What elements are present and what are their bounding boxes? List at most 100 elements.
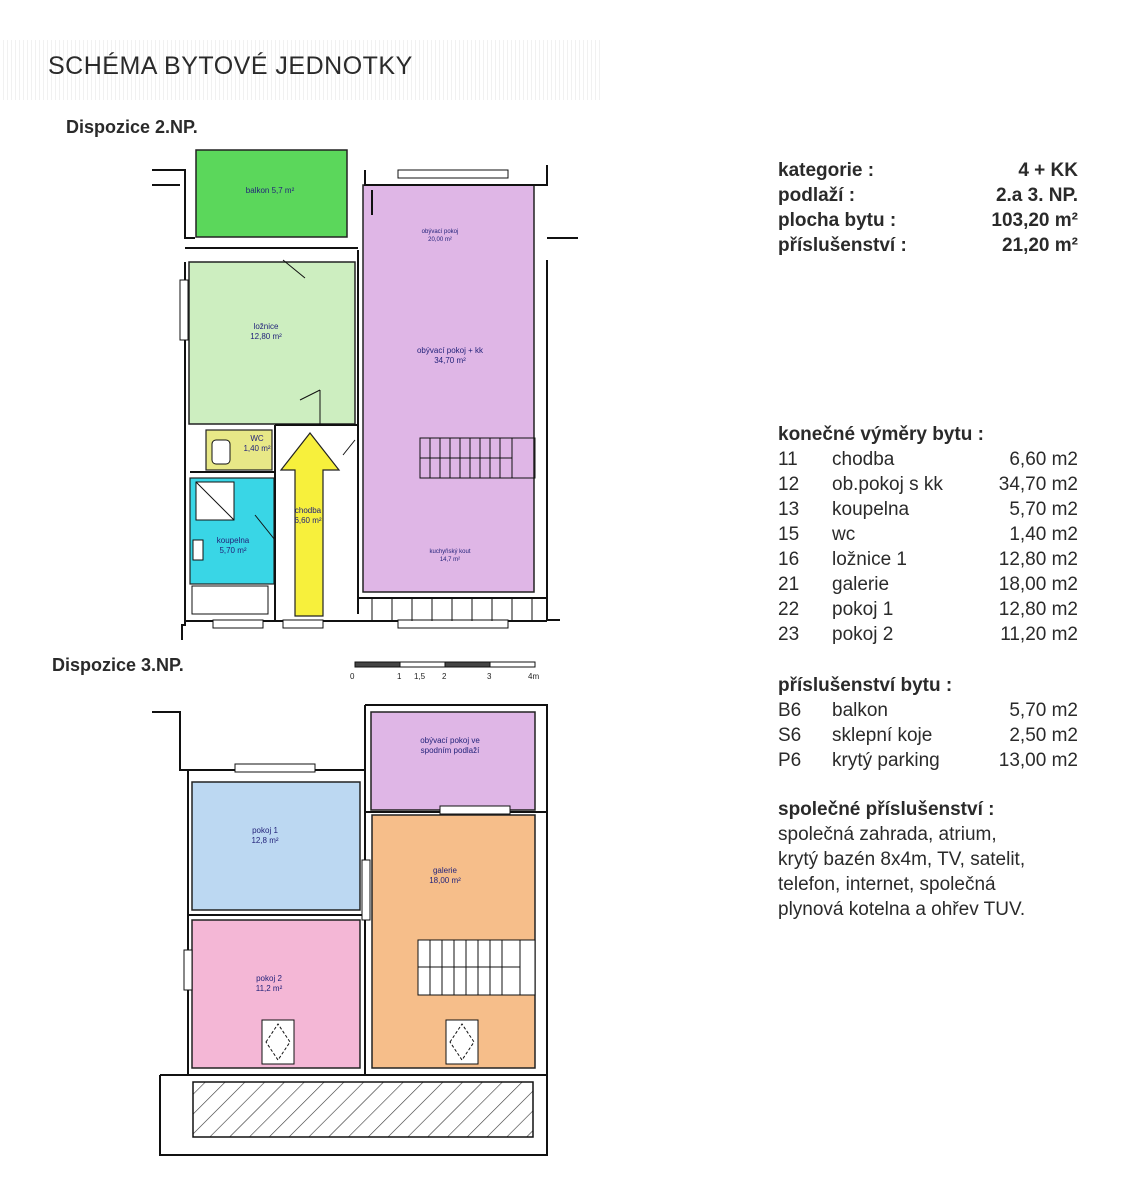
summary-row: kategorie :4 + KK bbox=[778, 158, 1078, 183]
room-chodba bbox=[279, 432, 341, 617]
shared-line: krytý bazén 8x4m, TV, satelit, bbox=[778, 849, 1026, 870]
room-label-obyvaci-kk: obývací pokoj + kk 34,70 m² bbox=[390, 346, 510, 366]
summary-label: příslušenství : bbox=[778, 235, 907, 256]
loznice-area: 12,80 m² bbox=[250, 332, 282, 341]
area-area: 1,40 m2 bbox=[1009, 524, 1078, 545]
chodba-name: chodba bbox=[294, 506, 322, 515]
accessories-title: příslušenství bytu : bbox=[778, 675, 953, 696]
obyvaci-kk-name: obývací pokoj + kk bbox=[416, 346, 484, 355]
pokoj1-name: pokoj 1 bbox=[252, 826, 278, 835]
page-title: SCHÉMA BYTOVÉ JEDNOTKY bbox=[48, 52, 413, 80]
scale-tick-4m: 4m bbox=[528, 672, 540, 681]
loznice-name: ložnice bbox=[253, 322, 279, 331]
area-area: 6,60 m2 bbox=[1009, 449, 1078, 470]
staircase-2np bbox=[371, 437, 536, 621]
chodba-area: 6,60 m² bbox=[294, 516, 322, 525]
room-balkon bbox=[195, 149, 348, 238]
shared-list: společná zahrada, atrium, krytý bazén 8x4… bbox=[778, 822, 1078, 922]
scale-tick-0: 0 bbox=[350, 672, 355, 681]
area-row: P6 krytý parking 13,00 m2 bbox=[778, 748, 1078, 773]
obyvaci-kk-area: 34,70 m² bbox=[434, 356, 466, 365]
room-label-wc: WC 1,40 m² bbox=[232, 434, 282, 454]
summary-row: plocha bytu : 103,20 m² bbox=[778, 208, 1078, 233]
area-area: 11,20 m2 bbox=[1000, 624, 1078, 645]
area-code: 13 bbox=[778, 499, 800, 520]
summary-row: příslušenství : 21,20 m² bbox=[778, 233, 1078, 258]
area-code: P6 bbox=[778, 750, 802, 771]
kuchynsky-area: 14,7 m² bbox=[439, 557, 461, 563]
summary-value: 21,20 m² bbox=[1001, 235, 1078, 256]
scale-bar bbox=[354, 661, 536, 668]
area-name: ložnice 1 bbox=[832, 549, 907, 570]
koupelna-area: 5,70 m² bbox=[219, 546, 247, 555]
area-area: 2,50 m2 bbox=[1009, 725, 1078, 746]
koupelna-name: koupelna bbox=[216, 536, 250, 545]
skylights bbox=[261, 1019, 479, 1065]
wc-name: WC bbox=[250, 434, 264, 443]
area-name: koupelna bbox=[832, 499, 910, 520]
floor-3-label: Dispozice 3.NP. bbox=[52, 655, 184, 675]
area-area: 13,00 m2 bbox=[998, 750, 1078, 771]
area-area: 34,70 m2 bbox=[998, 474, 1078, 495]
area-area: 18,00 m2 bbox=[998, 574, 1078, 595]
kuchynsky-name: kuchyňský kout bbox=[429, 549, 471, 555]
summary-label: podlaží : bbox=[778, 185, 856, 206]
pokoj2-area: 11,2 m² bbox=[255, 984, 283, 993]
room-label-loznice: ložnice 12,80 m² bbox=[226, 322, 306, 342]
shared-title: společné příslušenství : bbox=[778, 799, 995, 820]
final-areas-title: konečné výměry bytu : bbox=[778, 424, 984, 445]
room-obyvaci-spodni bbox=[370, 711, 536, 811]
area-code: 16 bbox=[778, 549, 800, 570]
area-name: pokoj 2 bbox=[832, 624, 894, 645]
area-area: 5,70 m2 bbox=[1009, 700, 1078, 721]
room-pokoj1 bbox=[191, 781, 361, 911]
room-label-obyvaci-spodni: obývací pokoj ve spodním podlaží bbox=[400, 736, 500, 756]
obyvaci-upper-name: obývací pokoj bbox=[421, 229, 459, 235]
room-label-koupelna: koupelna 5,70 m² bbox=[200, 536, 266, 556]
windows-2np bbox=[179, 169, 509, 629]
summary-value: 103,20 m² bbox=[991, 210, 1078, 231]
obyvaci-upper-area: 20,00 m² bbox=[428, 237, 452, 243]
area-name: balkon bbox=[832, 700, 888, 721]
area-name: ob.pokoj s kk bbox=[832, 474, 943, 495]
summary-label: plocha bytu : bbox=[778, 210, 897, 231]
windows-3np bbox=[183, 763, 511, 991]
room-label-obyvaci-upper: obývací pokoj 20,00 m² bbox=[400, 228, 480, 244]
galerie-name: galerie bbox=[432, 866, 457, 875]
area-code: 21 bbox=[778, 574, 800, 595]
doors-2np bbox=[254, 259, 356, 541]
room-label-galerie: galerie 18,00 m² bbox=[410, 866, 480, 886]
scale-tick-1: 1 bbox=[397, 672, 402, 681]
area-area: 12,80 m2 bbox=[998, 599, 1078, 620]
room-label-kuchynsky: kuchyňský kout 14,7 m² bbox=[400, 548, 500, 564]
scale-tick-2: 2 bbox=[442, 672, 447, 681]
obyvaci-spodni-line-1: obývací pokoj ve bbox=[420, 736, 480, 745]
summary-row: podlaží : 2.a 3. NP. bbox=[778, 183, 1078, 208]
area-name: krytý parking bbox=[832, 750, 940, 771]
room-obyvaci-kk bbox=[362, 184, 535, 593]
staircase-3np bbox=[417, 939, 536, 996]
scale-tick-1-5: 1,5 bbox=[414, 672, 426, 681]
summary-value: 2.a 3. NP. bbox=[995, 185, 1078, 206]
area-code: 22 bbox=[778, 599, 800, 620]
area-code: B6 bbox=[778, 700, 802, 721]
area-code: 23 bbox=[778, 624, 800, 645]
area-code: S6 bbox=[778, 725, 802, 746]
room-label-pokoj2: pokoj 2 11,2 m² bbox=[234, 974, 304, 994]
room-loznice bbox=[188, 261, 356, 425]
shared-line: plynová kotelna a ohřev TUV. bbox=[778, 899, 1026, 920]
obyvaci-spodni-line-2: spodním podlaží bbox=[420, 746, 480, 755]
room-label-chodba: chodba 6,60 m² bbox=[282, 506, 334, 526]
shared-line: společná zahrada, atrium, bbox=[778, 824, 997, 845]
